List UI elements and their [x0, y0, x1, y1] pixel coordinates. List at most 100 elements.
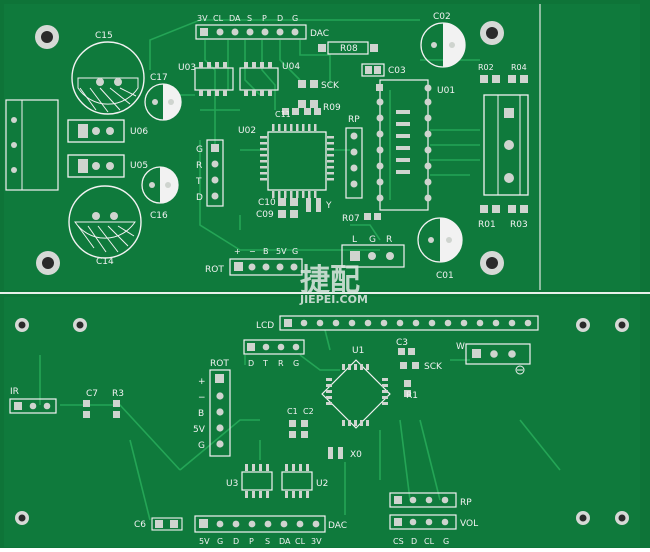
- label-rp-lower: RP: [460, 498, 472, 508]
- header-lcd: [279, 315, 539, 331]
- label-rot-upper-minus: −: [249, 247, 256, 256]
- label-r09: R09: [323, 103, 341, 113]
- mounting-hole-top-left: [35, 25, 59, 49]
- label-vol: VOL: [460, 519, 478, 529]
- label-top-da: DA: [229, 14, 241, 23]
- label-rp-upper: RP: [348, 115, 360, 125]
- label-lcd: LCD: [256, 321, 274, 331]
- label-u03: U03: [178, 63, 196, 73]
- pads-r02-r04: [480, 75, 528, 213]
- label-vol-d: D: [411, 537, 417, 546]
- regulator-u06: [67, 119, 125, 143]
- pads-c7-r3: [83, 400, 120, 418]
- label-dtrg-t: T: [262, 359, 268, 368]
- label-u01: U01: [437, 86, 455, 96]
- label-vol-g: G: [443, 537, 449, 546]
- label-r3: R3: [112, 389, 124, 399]
- pads-c1-c2: [289, 420, 308, 438]
- label-bottom-3v: 3V: [311, 537, 322, 546]
- label-rot-upper-plus: +: [234, 247, 241, 256]
- label-w: W: [456, 342, 465, 352]
- label-lgr-g: G: [369, 235, 376, 245]
- label-bottom-p: P: [249, 537, 254, 546]
- left-terminal-outline: [5, 99, 59, 191]
- header-ir: [9, 398, 57, 414]
- label-ir: IR: [10, 387, 19, 397]
- label-dtrg-d: D: [248, 359, 254, 368]
- label-vol-cl: CL: [424, 537, 435, 546]
- label-u3: U3: [226, 479, 238, 489]
- resistor-r07: [364, 213, 381, 220]
- mcu-u1: [321, 359, 391, 429]
- connector-lgr: [341, 244, 405, 268]
- capacitor-c14: [68, 185, 142, 259]
- label-rot-lower-5v: 5V: [193, 425, 206, 435]
- smd-pads-u01: [396, 110, 410, 174]
- ic-u3: [241, 464, 273, 498]
- label-bottom-s: S: [265, 537, 270, 546]
- label-r08: R08: [340, 44, 358, 54]
- label-top-d: D: [277, 14, 283, 23]
- label-vol-cs: CS: [393, 537, 404, 546]
- label-c16: C16: [150, 211, 168, 221]
- label-bottom-cl: CL: [295, 537, 306, 546]
- label-rot-lower: ROT: [210, 359, 229, 369]
- header-rp-lower: [389, 492, 457, 508]
- label-c03: C03: [388, 66, 406, 76]
- label-u02: U02: [238, 126, 256, 136]
- label-sck-lower: SCK: [424, 362, 443, 372]
- label-rot-lower-plus: +: [198, 377, 206, 387]
- label-dac-lower: DAC: [328, 521, 347, 531]
- connector-w: [465, 343, 531, 375]
- mcu-u02: [260, 124, 334, 198]
- label-grtd-r: R: [196, 161, 202, 171]
- header-vol: [389, 514, 457, 530]
- label-grtd-g: G: [196, 145, 203, 155]
- capacitor-c02: [420, 22, 466, 68]
- pads-c3-sck-lower: [398, 348, 419, 397]
- label-c17: C17: [150, 73, 168, 83]
- label-dtrg-r: R: [278, 359, 284, 368]
- label-bottom-da: DA: [279, 537, 291, 546]
- crystal-x0: [328, 447, 343, 459]
- mounting-holes-lower: [15, 318, 629, 525]
- label-rot-upper-g: G: [292, 247, 298, 256]
- label-lgr-r: R: [386, 235, 392, 245]
- label-c3: C3: [396, 338, 408, 348]
- pads-c11-r09: [282, 108, 321, 115]
- label-rot-upper: ROT: [205, 265, 224, 275]
- mounting-hole-mid-left: [36, 251, 60, 275]
- ic-u03: [194, 62, 234, 96]
- label-u1: U1: [352, 346, 364, 356]
- label-r01: R01: [478, 220, 496, 230]
- capacitor-c16: [141, 166, 179, 204]
- label-rot-lower-b: B: [198, 409, 204, 419]
- label-rot-upper-b: B: [263, 247, 269, 256]
- ic-u2: [281, 464, 313, 498]
- label-r02: R02: [478, 63, 494, 72]
- header-rp-upper: [345, 127, 363, 199]
- label-rot-upper-5v: 5V: [276, 247, 287, 256]
- lower-board: [4, 297, 640, 547]
- mounting-hole-top-right: [480, 21, 504, 45]
- upper-traces: [149, 19, 480, 251]
- label-top-g: G: [292, 14, 298, 23]
- label-bottom-5v: 5V: [199, 537, 210, 546]
- label-c14: C14: [96, 257, 114, 267]
- label-bottom-d: D: [233, 537, 239, 546]
- label-c10: C10: [258, 198, 276, 208]
- label-lgr-l: L: [352, 235, 357, 245]
- label-grtd-t: T: [195, 177, 202, 187]
- label-u2: U2: [316, 479, 328, 489]
- label-y: Y: [325, 201, 332, 211]
- resistor-r08: [318, 41, 378, 55]
- label-bottom-g: G: [217, 537, 223, 546]
- watermark-en: JIEPEI.COM: [299, 293, 368, 306]
- label-c1: C1: [287, 407, 298, 416]
- sck-pads-upper: [298, 80, 318, 108]
- capacitor-c03: [361, 63, 385, 77]
- label-c01: C01: [436, 271, 454, 281]
- ic-u01: [376, 79, 432, 211]
- label-r04: R04: [511, 63, 527, 72]
